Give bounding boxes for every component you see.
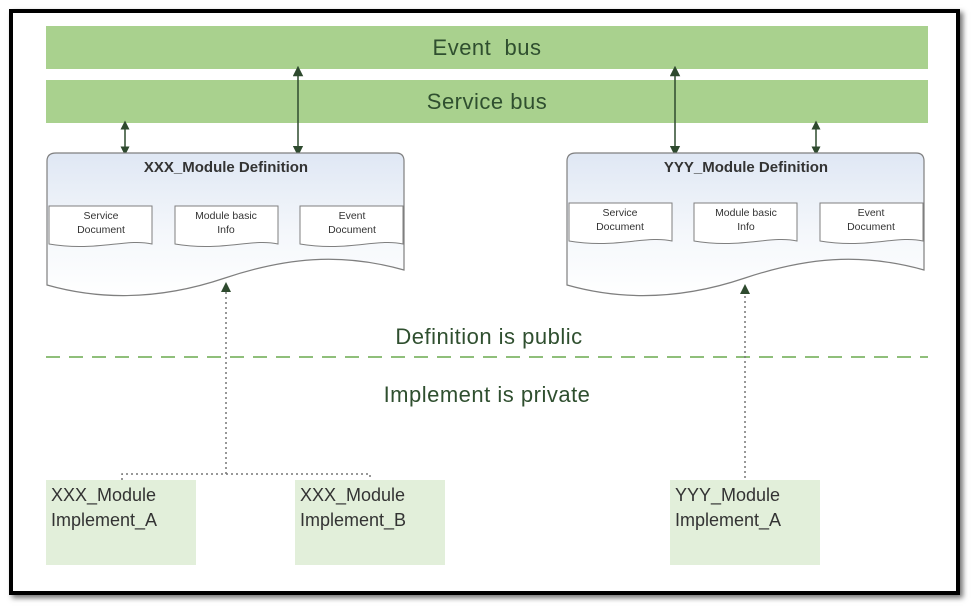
xxx-impl-join-line <box>121 473 371 480</box>
xxx-implement-b-line2: Implement_B <box>300 510 406 531</box>
yyy-service-document: Service Document <box>568 202 673 244</box>
yyy-implementation-connector <box>740 284 750 478</box>
yyy-implement-a: YYY_Module Implement_A <box>670 480 820 565</box>
xxx-implement-a-line2: Implement_A <box>51 510 157 531</box>
xxx-service-document-line1: Service <box>83 210 118 222</box>
yyy-event-document-shape <box>819 202 924 244</box>
xxx-event-document-line2: Document <box>328 224 376 236</box>
xxx-module-definition: XXX_Module Definition Service Document M… <box>46 152 405 297</box>
yyy-impl-arrowhead <box>740 284 750 294</box>
xxx-implement-a-line1: XXX_Module <box>51 485 156 506</box>
xxx-module-basic-info-shape <box>174 205 279 247</box>
xxx-service-document-line2: Document <box>77 224 125 236</box>
event-bus-bar <box>46 26 928 69</box>
yyy-event-document-line1: Event <box>858 207 885 219</box>
xxx-module-basic-info: Module basic Info <box>174 205 279 247</box>
yyy-implement-a-box <box>670 480 820 565</box>
xxx-module-basic-info-line1: Module basic <box>195 210 257 222</box>
definition-public-label: Definition is public <box>395 324 582 349</box>
yyy-implement-a-line2: Implement_A <box>675 510 781 531</box>
xxx-implement-b-line1: XXX_Module <box>300 485 405 506</box>
yyy-definition-title: YYY_Module Definition <box>664 159 828 176</box>
service-bus-bar <box>46 80 928 123</box>
yyy-module-basic-info-line1: Module basic <box>715 207 777 219</box>
xxx-event-document: Event Document <box>299 205 404 247</box>
implement-private-label: Implement is private <box>384 382 591 407</box>
xxx-event-document-line1: Event <box>339 210 366 222</box>
yyy-service-document-shape <box>568 202 673 244</box>
xxx-implement-b: XXX_Module Implement_B <box>295 480 445 565</box>
xxx-definition-title: XXX_Module Definition <box>144 159 308 176</box>
yyy-implement-a-line1: YYY_Module <box>675 485 780 506</box>
xxx-service-document-shape <box>48 205 153 247</box>
xxx-module-basic-info-line2: Info <box>217 224 235 236</box>
xxx-implementation-connector <box>121 282 371 480</box>
yyy-service-document-line1: Service <box>602 207 637 219</box>
yyy-service-document-line2: Document <box>596 221 644 233</box>
yyy-event-document-line2: Document <box>847 221 895 233</box>
yyy-module-basic-info-shape <box>693 202 798 244</box>
yyy-module-basic-info-line2: Info <box>737 221 755 233</box>
event-bus: Event bus <box>46 26 928 69</box>
yyy-module-definition: YYY_Module Definition Service Document M… <box>566 152 925 297</box>
xxx-implement-a: XXX_Module Implement_A <box>46 480 196 565</box>
xxx-impl-arrowhead <box>221 282 231 292</box>
event-bus-label: Event bus <box>433 35 542 60</box>
xxx-service-document: Service Document <box>48 205 153 247</box>
yyy-module-basic-info: Module basic Info <box>693 202 798 244</box>
xxx-event-document-shape <box>299 205 404 247</box>
yyy-event-document: Event Document <box>819 202 924 244</box>
service-bus: Service bus <box>46 80 928 123</box>
xxx-implement-a-box <box>46 480 196 565</box>
service-bus-label: Service bus <box>427 89 547 114</box>
xxx-implement-b-box <box>295 480 445 565</box>
